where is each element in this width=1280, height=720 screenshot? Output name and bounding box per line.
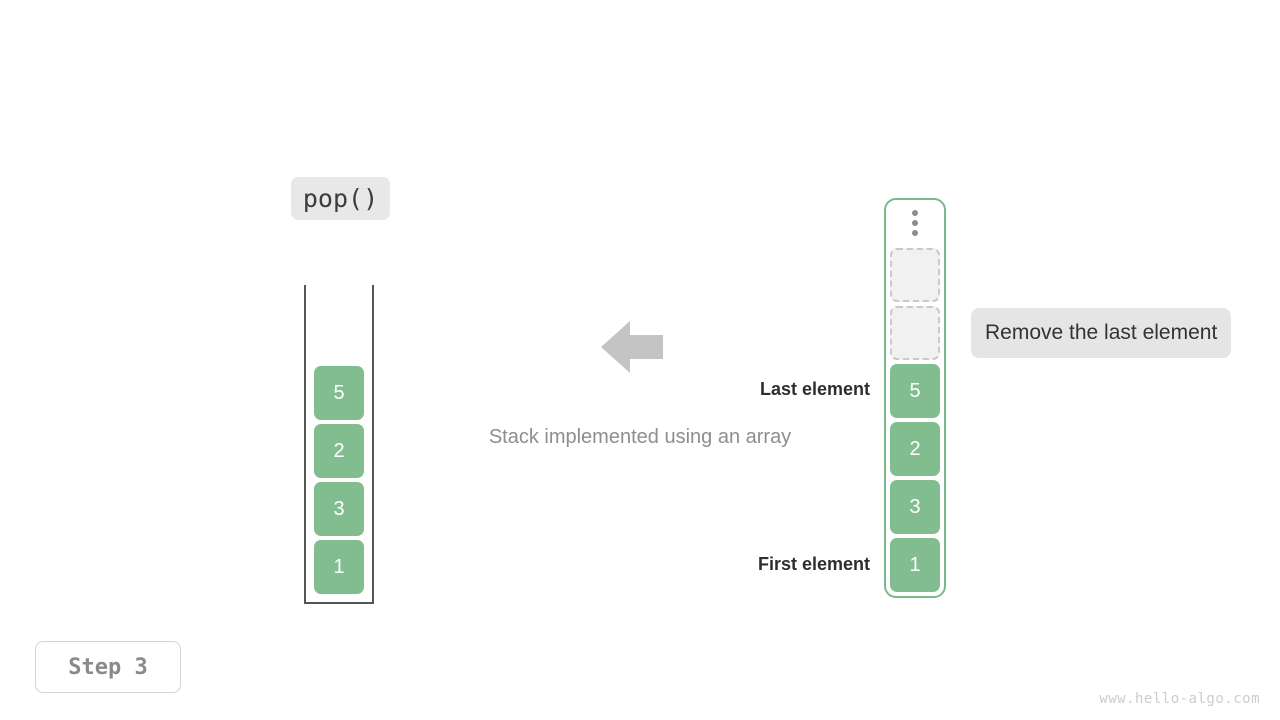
step-badge: Step 3 — [35, 641, 181, 693]
right-stack-cell: 2 — [890, 422, 940, 476]
right-stack-cell: 3 — [890, 480, 940, 534]
left-arrow-icon — [601, 320, 663, 374]
annotation-first-element: First element — [757, 554, 870, 574]
left-stack-cell: 5 — [314, 366, 364, 420]
diagram-caption: Stack implemented using an array — [488, 426, 792, 448]
right-stack-cell: 1 — [890, 538, 940, 592]
stack-wall-left — [304, 285, 306, 604]
left-arrow-svg — [601, 321, 663, 373]
stack-wall-right — [372, 285, 374, 604]
right-stack-empty-slot — [890, 306, 940, 360]
ellipsis-dot — [912, 210, 918, 216]
right-stack-empty-slot — [890, 248, 940, 302]
operation-label: pop() — [291, 177, 390, 220]
annotation-last-element: Last element — [759, 379, 870, 399]
left-stack-cell: 1 — [314, 540, 364, 594]
left-stack-cell: 3 — [314, 482, 364, 536]
right-stack-cell: 5 — [890, 364, 940, 418]
callout-remove-last-element: Remove the last element — [971, 308, 1232, 358]
watermark: www.hello-algo.com — [1099, 691, 1260, 707]
ellipsis-dot — [912, 220, 918, 226]
stack-floor — [304, 602, 374, 604]
left-stack-cell: 2 — [314, 424, 364, 478]
ellipsis-dot — [912, 230, 918, 236]
vertical-ellipsis-icon — [886, 210, 944, 236]
